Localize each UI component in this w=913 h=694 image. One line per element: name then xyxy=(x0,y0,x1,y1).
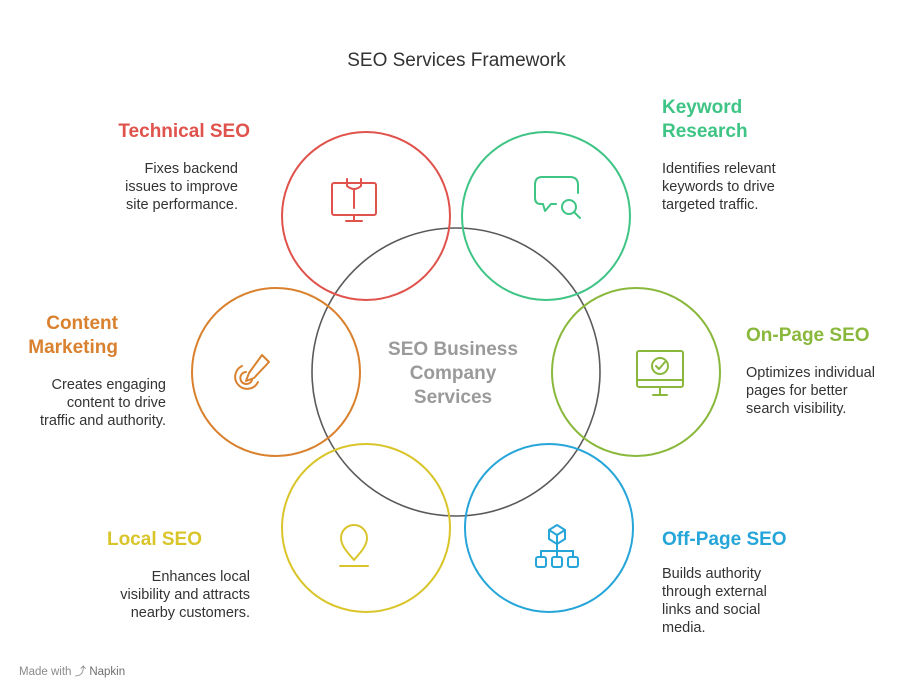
technical-seo-title: Technical SEO xyxy=(118,121,250,142)
description-line: Fixes backend xyxy=(144,161,239,177)
off-page-seo-title: Off-Page SEO xyxy=(662,529,787,550)
on-page-seo-circle xyxy=(551,287,721,457)
title-line: Research xyxy=(662,121,748,142)
description-line: through external xyxy=(662,584,767,600)
footer-text: Made with xyxy=(19,666,72,678)
footer-brand: Napkin xyxy=(89,666,126,678)
description-line: Enhances local xyxy=(151,569,250,585)
center-circle xyxy=(311,227,601,517)
content-marketing-circle xyxy=(191,287,361,457)
title-line: Content xyxy=(46,313,118,334)
keyword-research-circle xyxy=(461,131,631,301)
local-seo-title: Local SEO xyxy=(106,529,202,550)
technical-seo-circle xyxy=(281,131,451,301)
description-line: search visibility. xyxy=(746,401,847,417)
off-page-seo-description: Builds authority through external links … xyxy=(662,565,842,637)
local-seo-circle xyxy=(281,443,451,613)
description-line: Builds authority xyxy=(662,566,762,582)
description-line: site performance. xyxy=(125,197,238,213)
center-label-line: Company xyxy=(409,363,497,384)
monitor-check-icon xyxy=(636,350,684,396)
technical-seo-description: Fixes backend issues to improve site per… xyxy=(60,160,238,214)
on-page-seo-title: On-Page SEO xyxy=(746,325,870,346)
description-line: Creates engaging xyxy=(51,377,166,393)
monitor-wrench-icon xyxy=(331,178,377,222)
title-line: Keyword xyxy=(662,97,743,118)
description-line: keywords to drive xyxy=(662,179,775,195)
description-line: links and social xyxy=(662,602,761,618)
description-line: nearby customers. xyxy=(130,605,250,621)
local-seo-description: Enhances local visibility and attracts n… xyxy=(60,568,250,622)
content-marketing-description: Creates engaging content to drive traffi… xyxy=(6,376,166,430)
description-line: traffic and authority. xyxy=(39,413,166,429)
napkin-logo-icon: ⤴ xyxy=(74,666,87,678)
keyword-research-title: Keyword Research xyxy=(662,96,748,144)
map-pin-icon xyxy=(339,524,369,567)
description-line: Optimizes individual xyxy=(746,365,875,381)
made-with-napkin-footer: Made with ⤴ Napkin xyxy=(19,663,125,679)
description-line: targeted traffic. xyxy=(662,197,759,213)
on-page-seo-description: Optimizes individual pages for better se… xyxy=(746,364,906,418)
content-marketing-title: Content Marketing xyxy=(10,312,118,360)
center-label: SEO Business Company Services xyxy=(372,338,534,410)
description-line: visibility and attracts xyxy=(120,587,250,603)
title-line: Marketing xyxy=(28,337,118,358)
description-line: media. xyxy=(662,620,706,636)
pen-spiral-icon xyxy=(234,354,270,390)
center-label-line: Services xyxy=(413,387,493,408)
description-line: issues to improve xyxy=(125,179,238,195)
off-page-seo-circle xyxy=(464,443,634,613)
network-hierarchy-icon xyxy=(535,524,579,568)
description-line: Identifies relevant xyxy=(662,161,776,177)
description-line: pages for better xyxy=(746,383,848,399)
description-line: content to drive xyxy=(66,395,166,411)
chat-magnifier-icon xyxy=(534,176,581,219)
diagram-title: SEO Services Framework xyxy=(347,50,566,71)
keyword-research-description: Identifies relevant keywords to drive ta… xyxy=(662,160,862,214)
center-label-line: SEO Business xyxy=(388,339,518,360)
